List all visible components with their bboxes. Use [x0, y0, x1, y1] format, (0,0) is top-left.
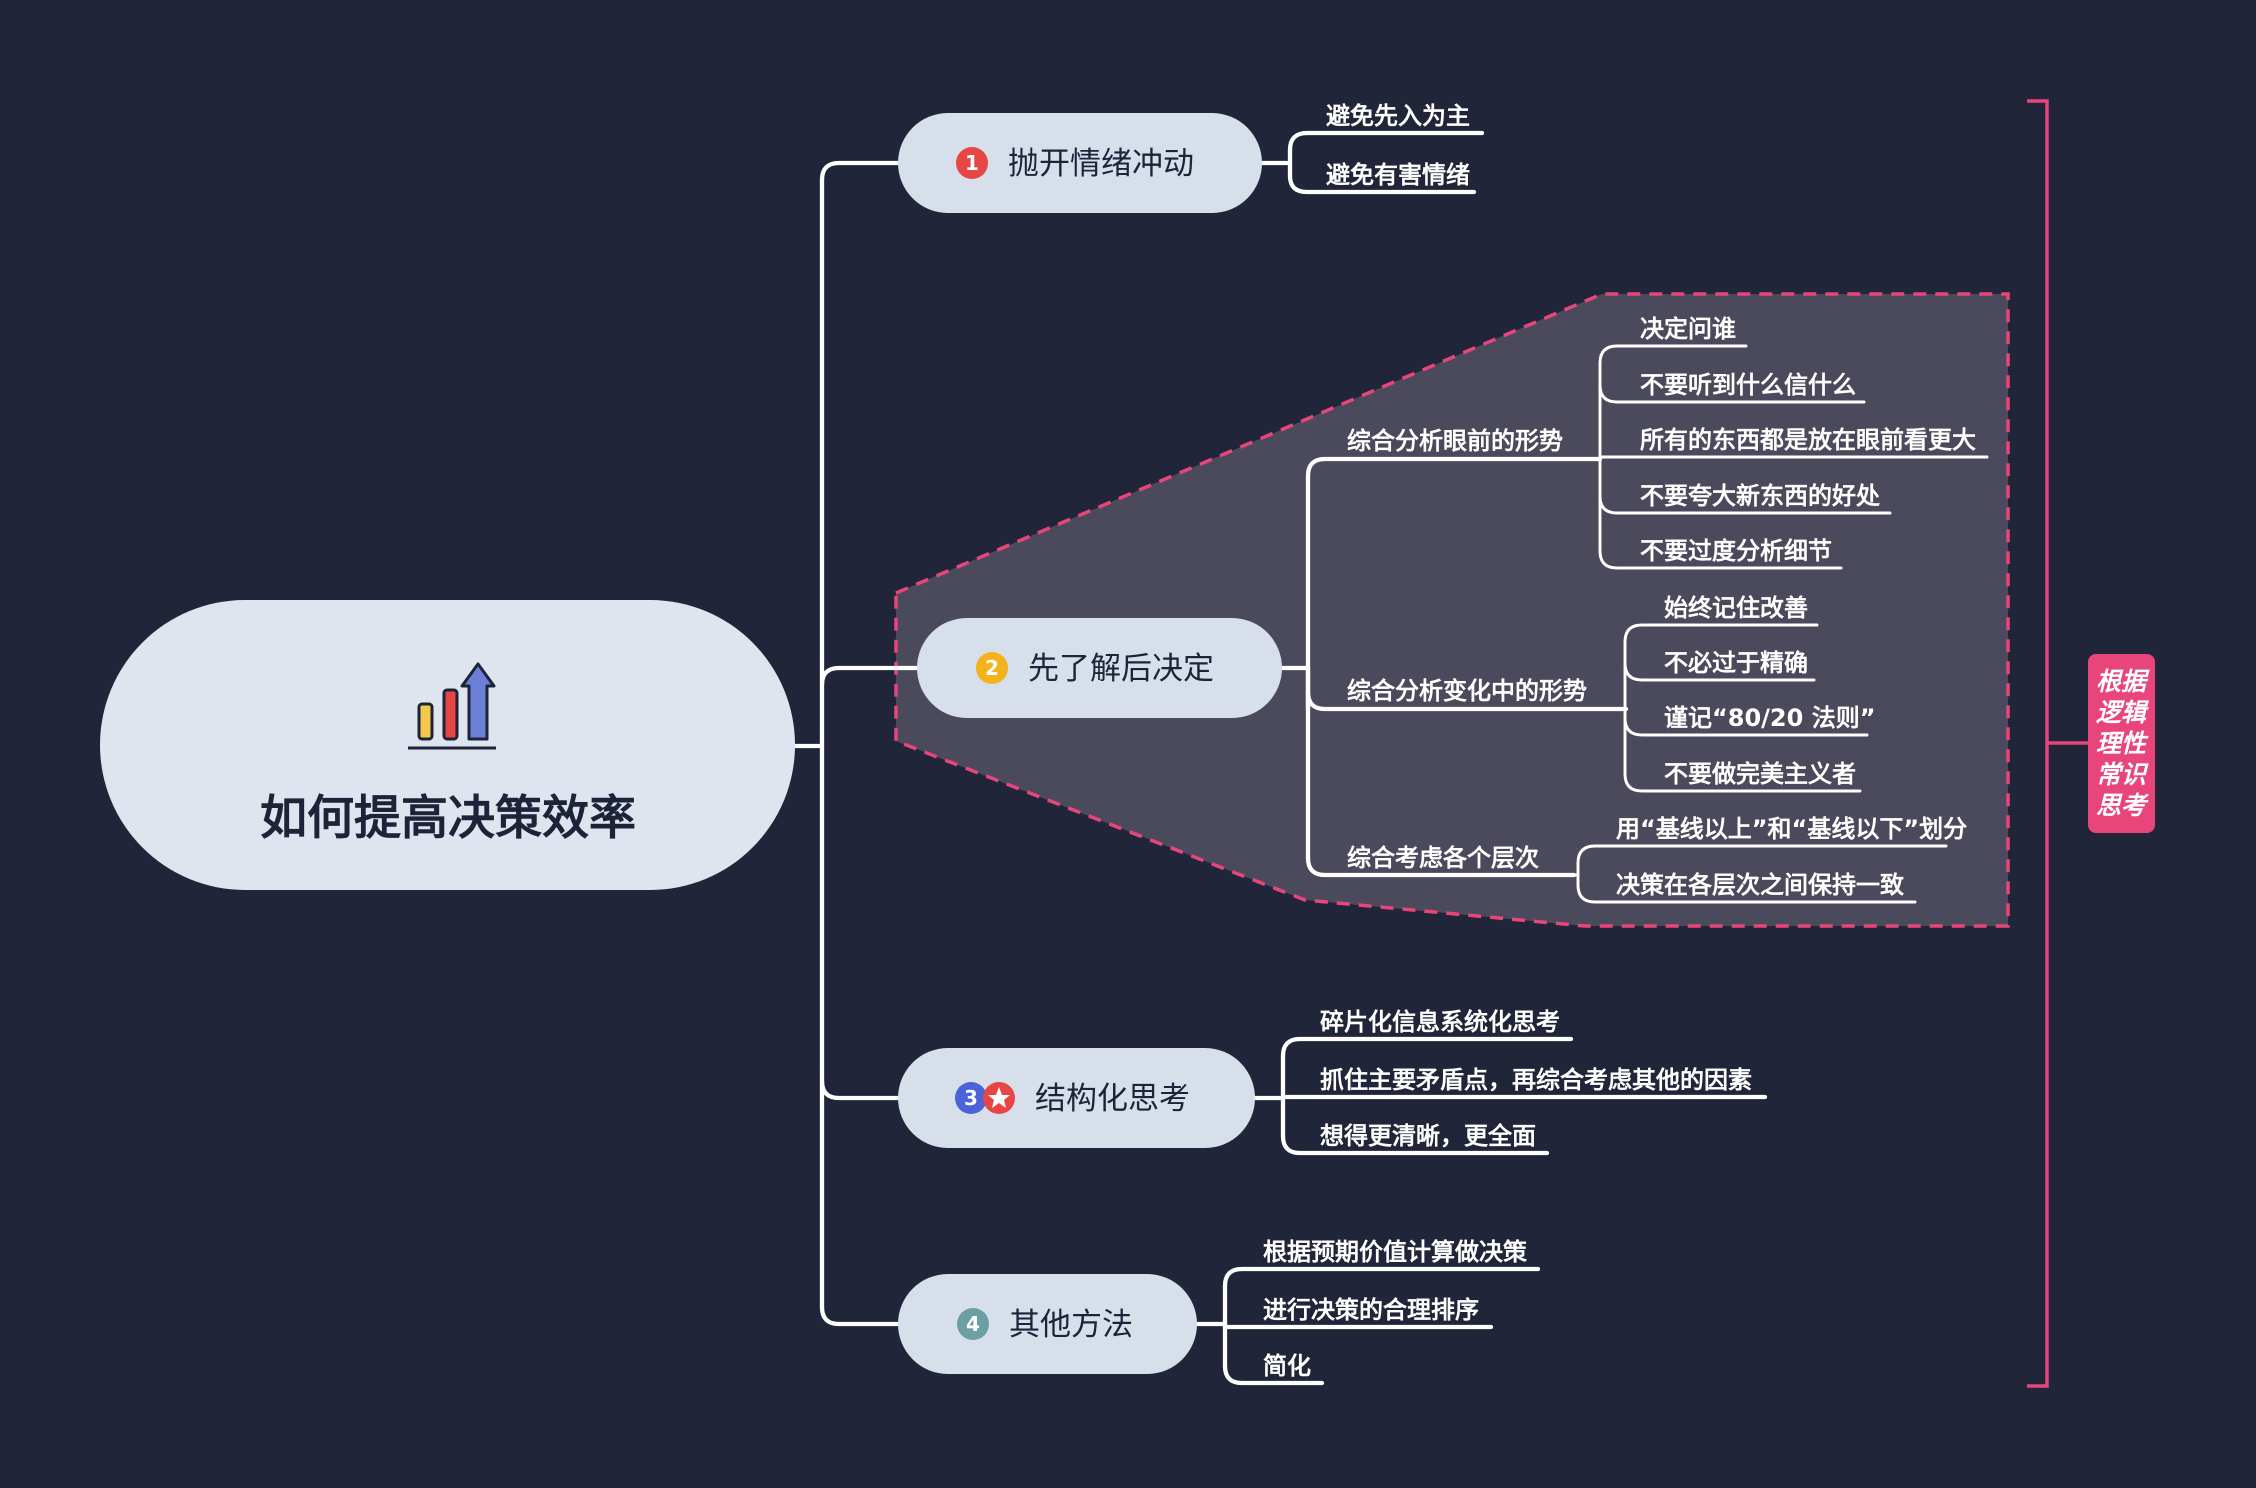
leaf-topic[interactable]: 避免有害情绪: [1326, 161, 1470, 189]
subtopic[interactable]: 综合分析变化中的形势: [1347, 677, 1587, 705]
branch-1-connectors: [1259, 130, 1485, 195]
summary-line: 逻辑: [2096, 698, 2149, 727]
leaf-topic[interactable]: 碎片化信息系统化思考: [1320, 1008, 1560, 1036]
summary-line: 常识: [2096, 760, 2149, 789]
leaf-topic[interactable]: 用“基线以上”和“基线以下”划分: [1616, 815, 1967, 843]
number-badge-2: [976, 652, 1008, 684]
summary-line: 理性: [2096, 729, 2149, 758]
leaf-topic[interactable]: 不要过度分析细节: [1640, 537, 1832, 565]
leaf-topic[interactable]: 抓住主要矛盾点，再综合考虑其他的因素: [1320, 1066, 1752, 1094]
branch-2-boundary: [894, 292, 2010, 928]
root-title: 如何提高决策效率: [260, 791, 636, 846]
branch-node-3[interactable]: 3 结构化思考: [898, 1048, 1255, 1148]
leaf-topic[interactable]: 所有的东西都是放在眼前看更大: [1640, 426, 1976, 454]
number-badge-1: [956, 147, 988, 179]
leaf-topic[interactable]: 避免先入为主: [1326, 102, 1470, 130]
branch-label: 抛开情绪冲动: [1008, 146, 1194, 182]
summary-tag: [2088, 654, 2155, 833]
badge-number: 3: [964, 1086, 978, 1110]
leaf-topic[interactable]: 决定问谁: [1640, 315, 1736, 343]
root-connectors: [790, 160, 920, 1327]
subtopic[interactable]: 综合考虑各个层次: [1347, 844, 1539, 872]
leaf-topic[interactable]: 不要做完美主义者: [1664, 760, 1856, 788]
branch-label: 先了解后决定: [1028, 651, 1214, 687]
number-badge-3: [955, 1082, 987, 1114]
branch-node-4[interactable]: 4 其他方法: [898, 1274, 1197, 1374]
branch-2-connectors: [1279, 344, 1989, 904]
branch-label: 结构化思考: [1035, 1081, 1190, 1117]
leaf-topic[interactable]: 始终记住改善: [1664, 594, 1808, 622]
leaf-topic[interactable]: 不必过于精确: [1664, 649, 1808, 677]
leaf-topic[interactable]: 简化: [1263, 1352, 1311, 1380]
branch-3-connectors: [1252, 1036, 1768, 1156]
leaf-topic[interactable]: 进行决策的合理排序: [1263, 1296, 1479, 1324]
number-badge-4: [957, 1308, 989, 1340]
leaf-topic[interactable]: 决策在各层次之间保持一致: [1616, 871, 1905, 899]
summary-line: 思考: [2096, 791, 2149, 820]
branch-node-1[interactable]: 1 抛开情绪冲动: [898, 113, 1262, 213]
branch-node-2[interactable]: 2 先了解后决定: [917, 618, 1282, 718]
leaf-topic[interactable]: 想得更清晰，更全面: [1320, 1122, 1536, 1150]
summary-bracket: [2027, 99, 2088, 1388]
badge-number: 1: [965, 151, 979, 175]
leaf-topic[interactable]: 不要听到什么信什么: [1640, 371, 1856, 399]
bar-chart-growth-icon: [408, 662, 496, 750]
branch-label: 其他方法: [1009, 1307, 1133, 1343]
subtopic[interactable]: 综合分析眼前的形势: [1347, 427, 1563, 455]
badge-number: 2: [985, 656, 999, 680]
summary-line: 根据: [2096, 667, 2150, 696]
leaf-topic[interactable]: 谨记“80/20 法则”: [1664, 704, 1875, 732]
leaf-topic[interactable]: 不要夸大新东西的好处: [1640, 482, 1880, 510]
badge-number: 4: [966, 1312, 980, 1336]
root-node[interactable]: 如何提高决策效率: [100, 600, 795, 890]
branch-4-connectors: [1194, 1266, 1541, 1386]
star-shape: [988, 1087, 1010, 1108]
leaf-topic[interactable]: 根据预期价值计算做决策: [1263, 1238, 1528, 1266]
